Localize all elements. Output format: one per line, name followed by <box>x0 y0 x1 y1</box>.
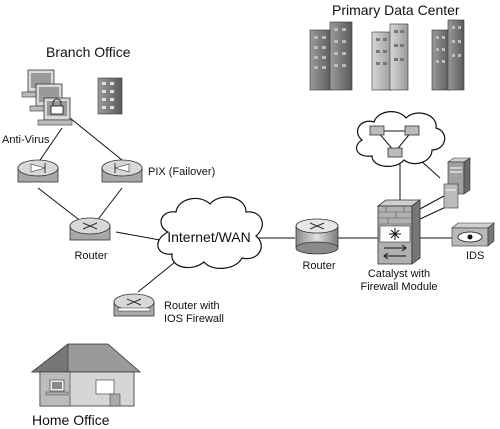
catalyst-label-line2: Firewall Module <box>360 281 438 293</box>
link-pcs-pix-right <box>69 117 123 161</box>
pix-firewall-left <box>17 159 59 183</box>
pix-failover-label: PIX (Failover) <box>148 166 216 178</box>
catalyst-switch-icon <box>376 199 422 265</box>
catalyst-label-line1: Catalyst with <box>367 268 431 280</box>
primary-data-center-label: Primary Data Center <box>332 2 460 18</box>
router-ios-firewall-icon <box>113 293 155 317</box>
link-branch-router-cloud <box>115 231 161 241</box>
dc-building-1 <box>309 21 353 91</box>
dc-building-3 <box>431 19 465 91</box>
home-office-house <box>30 343 142 407</box>
connection-lines <box>37 117 456 293</box>
internet-wan-cloud <box>157 196 263 269</box>
ids-label: IDS <box>466 250 485 262</box>
lock-icon <box>50 98 64 115</box>
dc-cloud <box>355 111 446 167</box>
cloud-switch-icons <box>369 125 420 158</box>
server-small-icon <box>443 183 459 209</box>
link-pix-left-router <box>37 187 83 223</box>
link-pcs-pix-left <box>37 127 63 164</box>
anti-virus-label: Anti-Virus <box>2 134 50 146</box>
home-pc-icon <box>45 379 69 396</box>
pix-firewall-right <box>101 159 143 183</box>
router-branch-icon <box>69 217 111 241</box>
dc-building-2 <box>371 23 409 91</box>
link-top-catalyst <box>419 159 441 179</box>
branch-office-label: Branch Office <box>46 44 131 60</box>
router-dc-label: Router <box>302 260 336 272</box>
router-branch-label: Router <box>74 250 108 262</box>
link-cloud-home-router <box>137 257 181 293</box>
home-office-label: Home Office <box>32 412 110 428</box>
ids-sensor-icon <box>451 222 495 247</box>
branch-pcs <box>21 69 73 126</box>
branch-building <box>97 77 123 115</box>
router-dc-icon <box>295 218 339 255</box>
link-pix-right-router <box>95 187 123 223</box>
router-ios-label-line2: IOS Firewall <box>164 313 224 325</box>
router-ios-label-line1: Router with <box>164 300 220 312</box>
internet-wan-label: Internet/WAN <box>167 229 251 245</box>
